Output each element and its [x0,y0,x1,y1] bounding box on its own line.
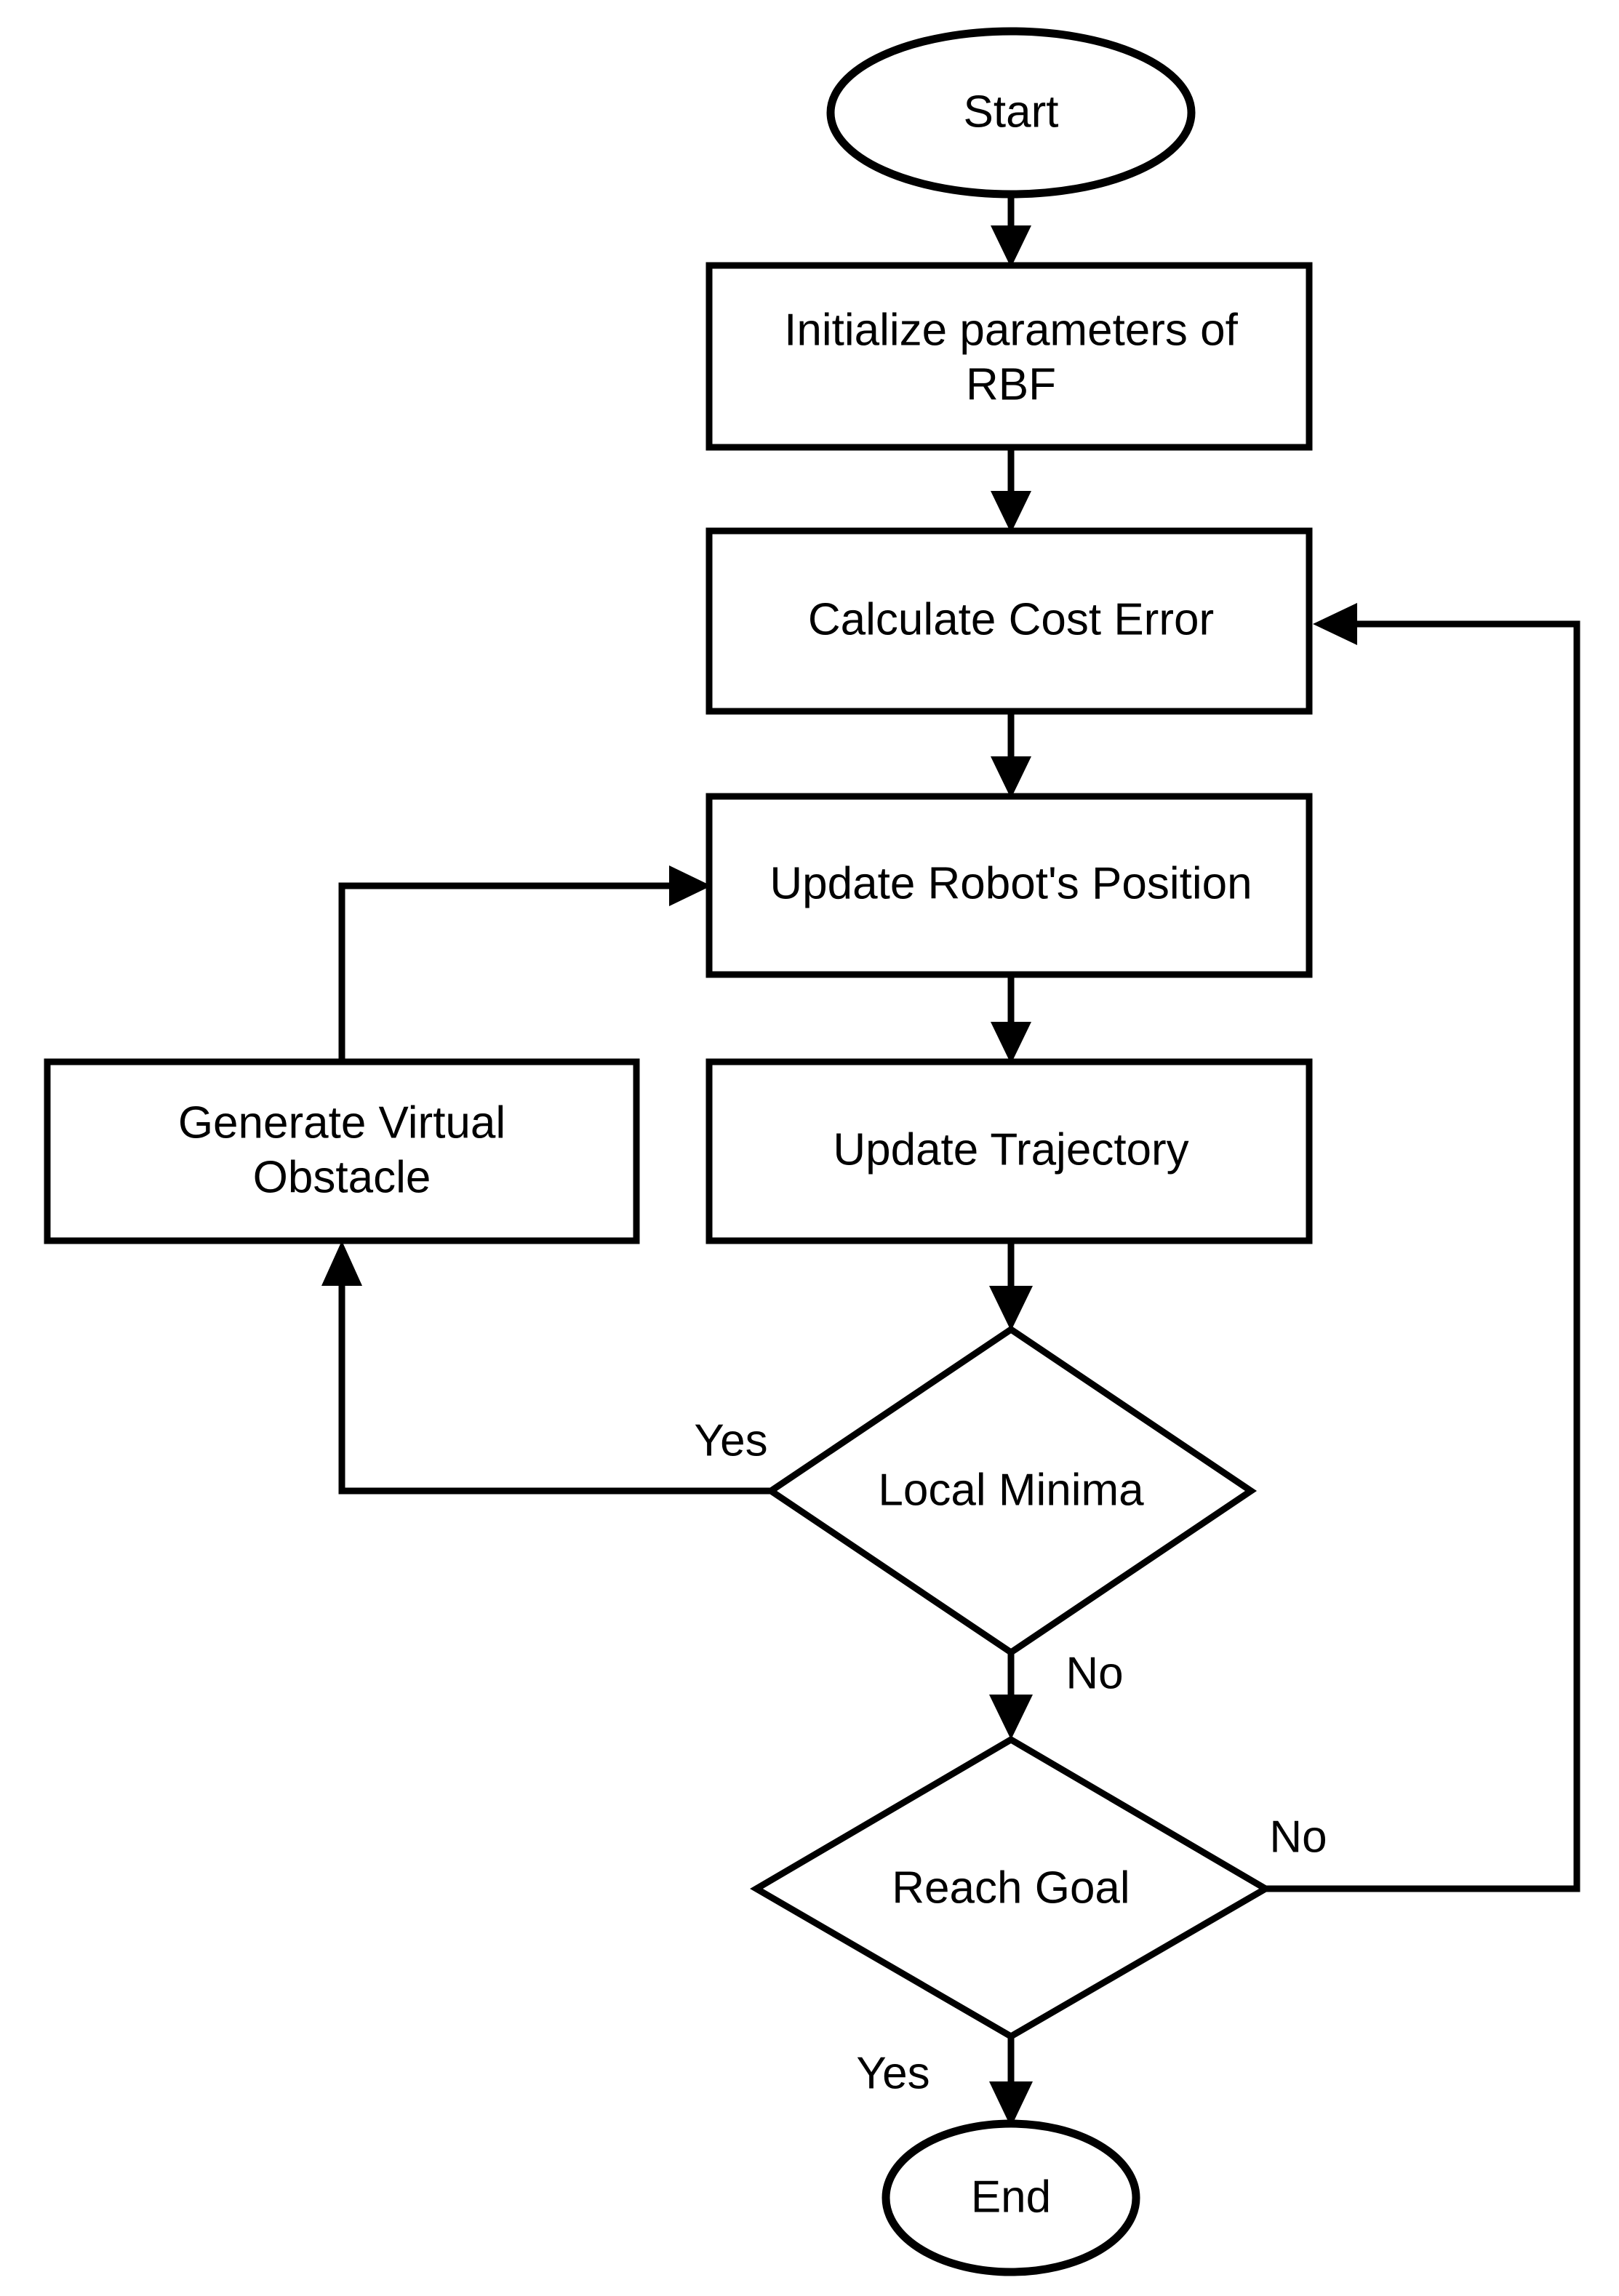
generate-virtual-obstacle-label-line1: Generate Virtual [178,1097,505,1148]
arrow-head-icon [321,1241,362,1286]
node-update-robot-position[interactable]: Update Robot's Position [705,793,1313,978]
arrow-head-icon [991,491,1031,533]
local-minima-label: Local Minima [878,1465,1144,1515]
edge-label-local-minima-no: No [1066,1648,1123,1698]
edge-position-to-trajectory [991,975,1031,1064]
node-local-minima[interactable]: Local Minima [764,1325,1258,1657]
arrow-head-icon [989,2081,1033,2127]
edge-label-local-minima-yes: Yes [694,1415,767,1465]
reach-goal-diamond-shape[interactable] [750,1735,1272,2041]
edge-localminima-yes-to-obstacle [321,1241,771,1495]
arrow-head-icon [991,225,1031,268]
calculate-cost-error-label: Calculate Cost Error [808,594,1214,644]
edge-obstacle-to-position [338,865,711,1062]
start-label: Start [964,87,1059,137]
node-update-trajectory[interactable]: Update Trajectory [705,1058,1313,1244]
init-rbf-label-line2: RBF [966,359,1056,409]
node-generate-virtual-obstacle[interactable]: Generate Virtual Obstacle [44,1058,640,1244]
start-ellipse[interactable] [826,27,1196,199]
node-start[interactable]: Start [826,27,1196,199]
calculate-cost-error-box[interactable] [705,527,1313,715]
edge-label-reach-goal-no: No [1269,1812,1327,1862]
update-trajectory-label: Update Trajectory [833,1124,1188,1175]
edge-init-to-calc [991,447,1031,533]
generate-virtual-obstacle-label-line2: Obstacle [253,1152,431,1202]
arrow-head-icon [989,1286,1033,1331]
init-rbf-label-line1: Initialize parameters of [784,305,1238,355]
node-end[interactable]: End [882,2119,1140,2276]
node-calculate-cost-error[interactable]: Calculate Cost Error [705,527,1313,715]
end-label: End [971,2172,1051,2222]
edge-reachgoal-yes-to-end [989,2036,1033,2127]
edge-localminima-no-to-reachgoal [989,1652,1033,1740]
arrow-head-icon [991,756,1031,799]
edge-reachgoal-no-to-calc [1022,603,1580,1892]
arrow-head-icon [1313,603,1357,645]
edge-label-reach-goal-yes: Yes [856,2048,930,2098]
edge-start-to-init [991,195,1031,268]
end-ellipse[interactable] [882,2119,1140,2276]
arrow-head-icon [989,1695,1033,1740]
reach-goal-label: Reach Goal [892,1863,1130,1913]
node-reach-goal[interactable]: Reach Goal [750,1735,1272,2041]
node-init-rbf[interactable]: Initialize parameters of RBF [705,262,1313,451]
edge-trajectory-to-localminima [989,1241,1033,1331]
generate-virtual-obstacle-box[interactable] [44,1058,640,1244]
arrow-head-icon [669,865,711,906]
arrow-head-icon [991,1022,1031,1064]
update-robot-position-box[interactable] [705,793,1313,978]
update-trajectory-box[interactable] [705,1058,1313,1244]
update-robot-position-label: Update Robot's Position [769,858,1252,908]
init-rbf-box[interactable] [705,262,1313,451]
edge-calc-to-position [991,711,1031,799]
local-minima-diamond[interactable] [764,1325,1258,1657]
